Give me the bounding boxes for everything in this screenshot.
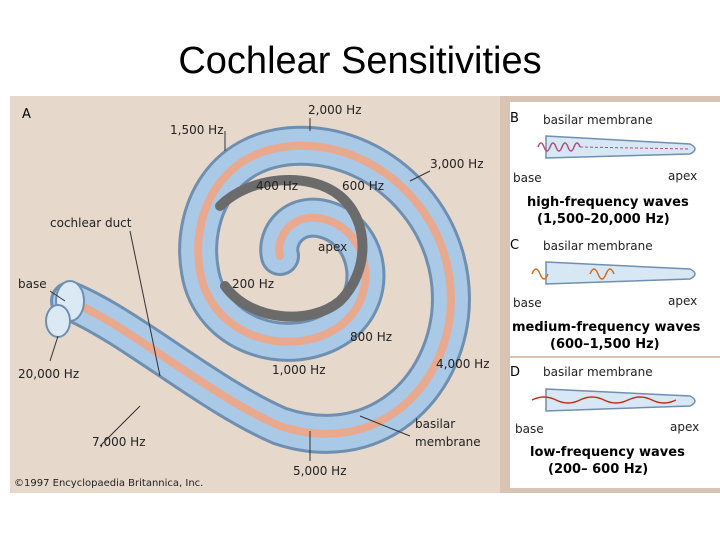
label-800hz: 800 Hz: [350, 330, 392, 344]
panel-c: C basilar membrane base apex medium-freq…: [510, 238, 701, 352]
panel-c-apex-label: apex: [668, 294, 697, 308]
panel-b-box: [510, 102, 720, 235]
panel-d: D basilar membrane base apex low-frequen…: [510, 365, 699, 477]
label-600hz: 600 Hz: [342, 179, 384, 193]
panel-b-apex-label: apex: [668, 169, 697, 183]
panel-d-apex-label: apex: [670, 420, 699, 434]
panel-b-wave: [537, 142, 581, 152]
panel-b-membrane-label: basilar membrane: [543, 113, 653, 127]
panel-c-caption-2: (600–1,500 Hz): [550, 337, 660, 352]
spiral-cochlea: [45, 125, 471, 454]
label-5000hz: 5,000 Hz: [293, 464, 347, 478]
panel-d-base-label: base: [515, 422, 544, 436]
label-1000hz: 1,000 Hz: [272, 363, 326, 377]
label-3000hz: 3,000 Hz: [430, 157, 484, 171]
panel-d-membrane-label: basilar membrane: [543, 365, 653, 379]
label-2000hz: 2,000 Hz: [308, 103, 362, 117]
panel-c-caption-1: medium-frequency waves: [512, 320, 701, 335]
panel-c-base-label: base: [513, 296, 542, 310]
panel-c-membrane-shape: [545, 261, 696, 285]
panel-c-membrane-label: basilar membrane: [543, 239, 653, 253]
inner-turn: [215, 175, 368, 322]
panel-d-caption-2: (200– 600 Hz): [548, 462, 648, 477]
panel-b-caption-2: (1,500–20,000 Hz): [537, 212, 670, 227]
panel-b-membrane-shape: [545, 135, 696, 159]
panel-a-letter: A: [22, 107, 31, 122]
base-opening-lower: [45, 304, 71, 338]
cochlea-figure: A 2,000 Hz 1,500 Hz 3,000 Hz 400 Hz 600 …: [10, 96, 720, 493]
label-cochlear-duct: cochlear duct: [50, 216, 132, 230]
panel-d-wave: [531, 396, 677, 404]
panel-c-letter: C: [510, 238, 519, 253]
label-base-a: base: [18, 277, 47, 291]
panel-d-membrane-shape: [545, 388, 696, 412]
panel-d-box: [510, 358, 720, 488]
slide-title: Cochlear Sensitivities: [178, 40, 542, 82]
panel-c-box: [510, 233, 720, 356]
panel-b-letter: B: [510, 111, 519, 126]
figure-svg: A 2,000 Hz 1,500 Hz 3,000 Hz 400 Hz 600 …: [14, 103, 701, 489]
label-basilar: basilar: [415, 417, 455, 431]
copyright-notice: ©1997 Encyclopaedia Britannica, Inc.: [14, 478, 203, 489]
label-400hz: 400 Hz: [256, 179, 298, 193]
label-7000hz: 7,000 Hz: [92, 435, 146, 449]
label-4000hz: 4,000 Hz: [436, 357, 490, 371]
panel-b-base-label: base: [513, 171, 542, 185]
panel-b-caption-1: high-frequency waves: [527, 195, 689, 210]
panel-d-letter: D: [510, 365, 520, 380]
label-1500hz: 1,500 Hz: [170, 123, 224, 137]
leader-lines: [49, 118, 431, 461]
label-20000hz: 20,000 Hz: [18, 367, 79, 381]
label-apex-a: apex: [318, 240, 347, 254]
cochlear-duct-stripe: [66, 141, 455, 438]
panel-d-caption-1: low-frequency waves: [530, 445, 685, 460]
label-200hz: 200 Hz: [232, 277, 274, 291]
label-membrane: membrane: [415, 435, 481, 449]
panel-b: B basilar membrane base apex high-freque…: [510, 111, 697, 227]
panel-c-wave: [531, 268, 615, 280]
